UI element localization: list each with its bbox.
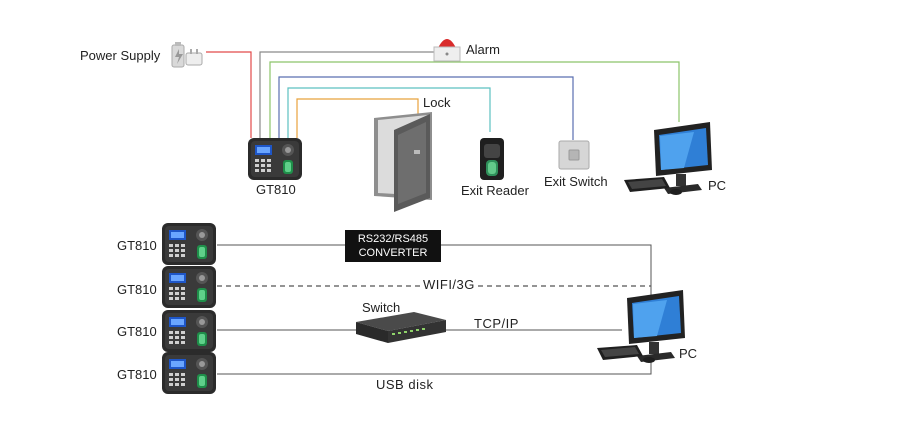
fingerprint-reader-icon (480, 138, 504, 180)
battery-plug-icon (171, 42, 203, 68)
fingerprint-terminal-icon (162, 266, 216, 308)
exit-switch-label: Exit Switch (544, 174, 608, 189)
door-icon (374, 112, 432, 212)
monitor-icon (624, 122, 712, 195)
converter-line2: CONVERTER (358, 247, 428, 259)
pc-line (269, 61, 680, 138)
device-label-1: GT810 (117, 238, 157, 253)
power-supply-label: Power Supply (80, 48, 161, 63)
fingerprint-terminal-icon (162, 223, 216, 265)
fingerprint-terminal-icon (162, 310, 216, 352)
siren-icon (433, 39, 461, 62)
lock-line (296, 98, 419, 138)
fingerprint-terminal-icon (248, 138, 302, 180)
lock-label: Lock (423, 95, 451, 110)
alarm-label: Alarm (466, 42, 500, 57)
usb-line (217, 358, 652, 375)
exit-reader-line (287, 87, 491, 138)
device-label-4: GT810 (117, 367, 157, 382)
button-switch-icon (558, 140, 590, 170)
usb-label: USB disk (376, 377, 434, 392)
power-line (206, 51, 252, 138)
converter-line-right (441, 244, 652, 298)
exit-reader-label: Exit Reader (461, 183, 529, 198)
wifi-label: WIFI/3G (420, 277, 478, 292)
switch-label: Switch (362, 300, 401, 315)
monitor-icon (597, 290, 685, 363)
device-label-2: GT810 (117, 282, 157, 297)
tcpip-label: TCP/IP (474, 316, 519, 331)
pc-label-bottom: PC (679, 346, 698, 361)
rs232-rs485-converter: RS232/RS485 CONVERTER (345, 230, 441, 262)
alarm-line (259, 51, 434, 138)
exit-switch-line (278, 76, 574, 140)
converter-line1: RS232/RS485 (357, 233, 429, 245)
network-switch-icon (356, 312, 446, 343)
fingerprint-terminal-icon (162, 352, 216, 394)
device-label: GT810 (256, 182, 296, 197)
pc-label-top: PC (708, 178, 727, 193)
device-label-3: GT810 (117, 324, 157, 339)
